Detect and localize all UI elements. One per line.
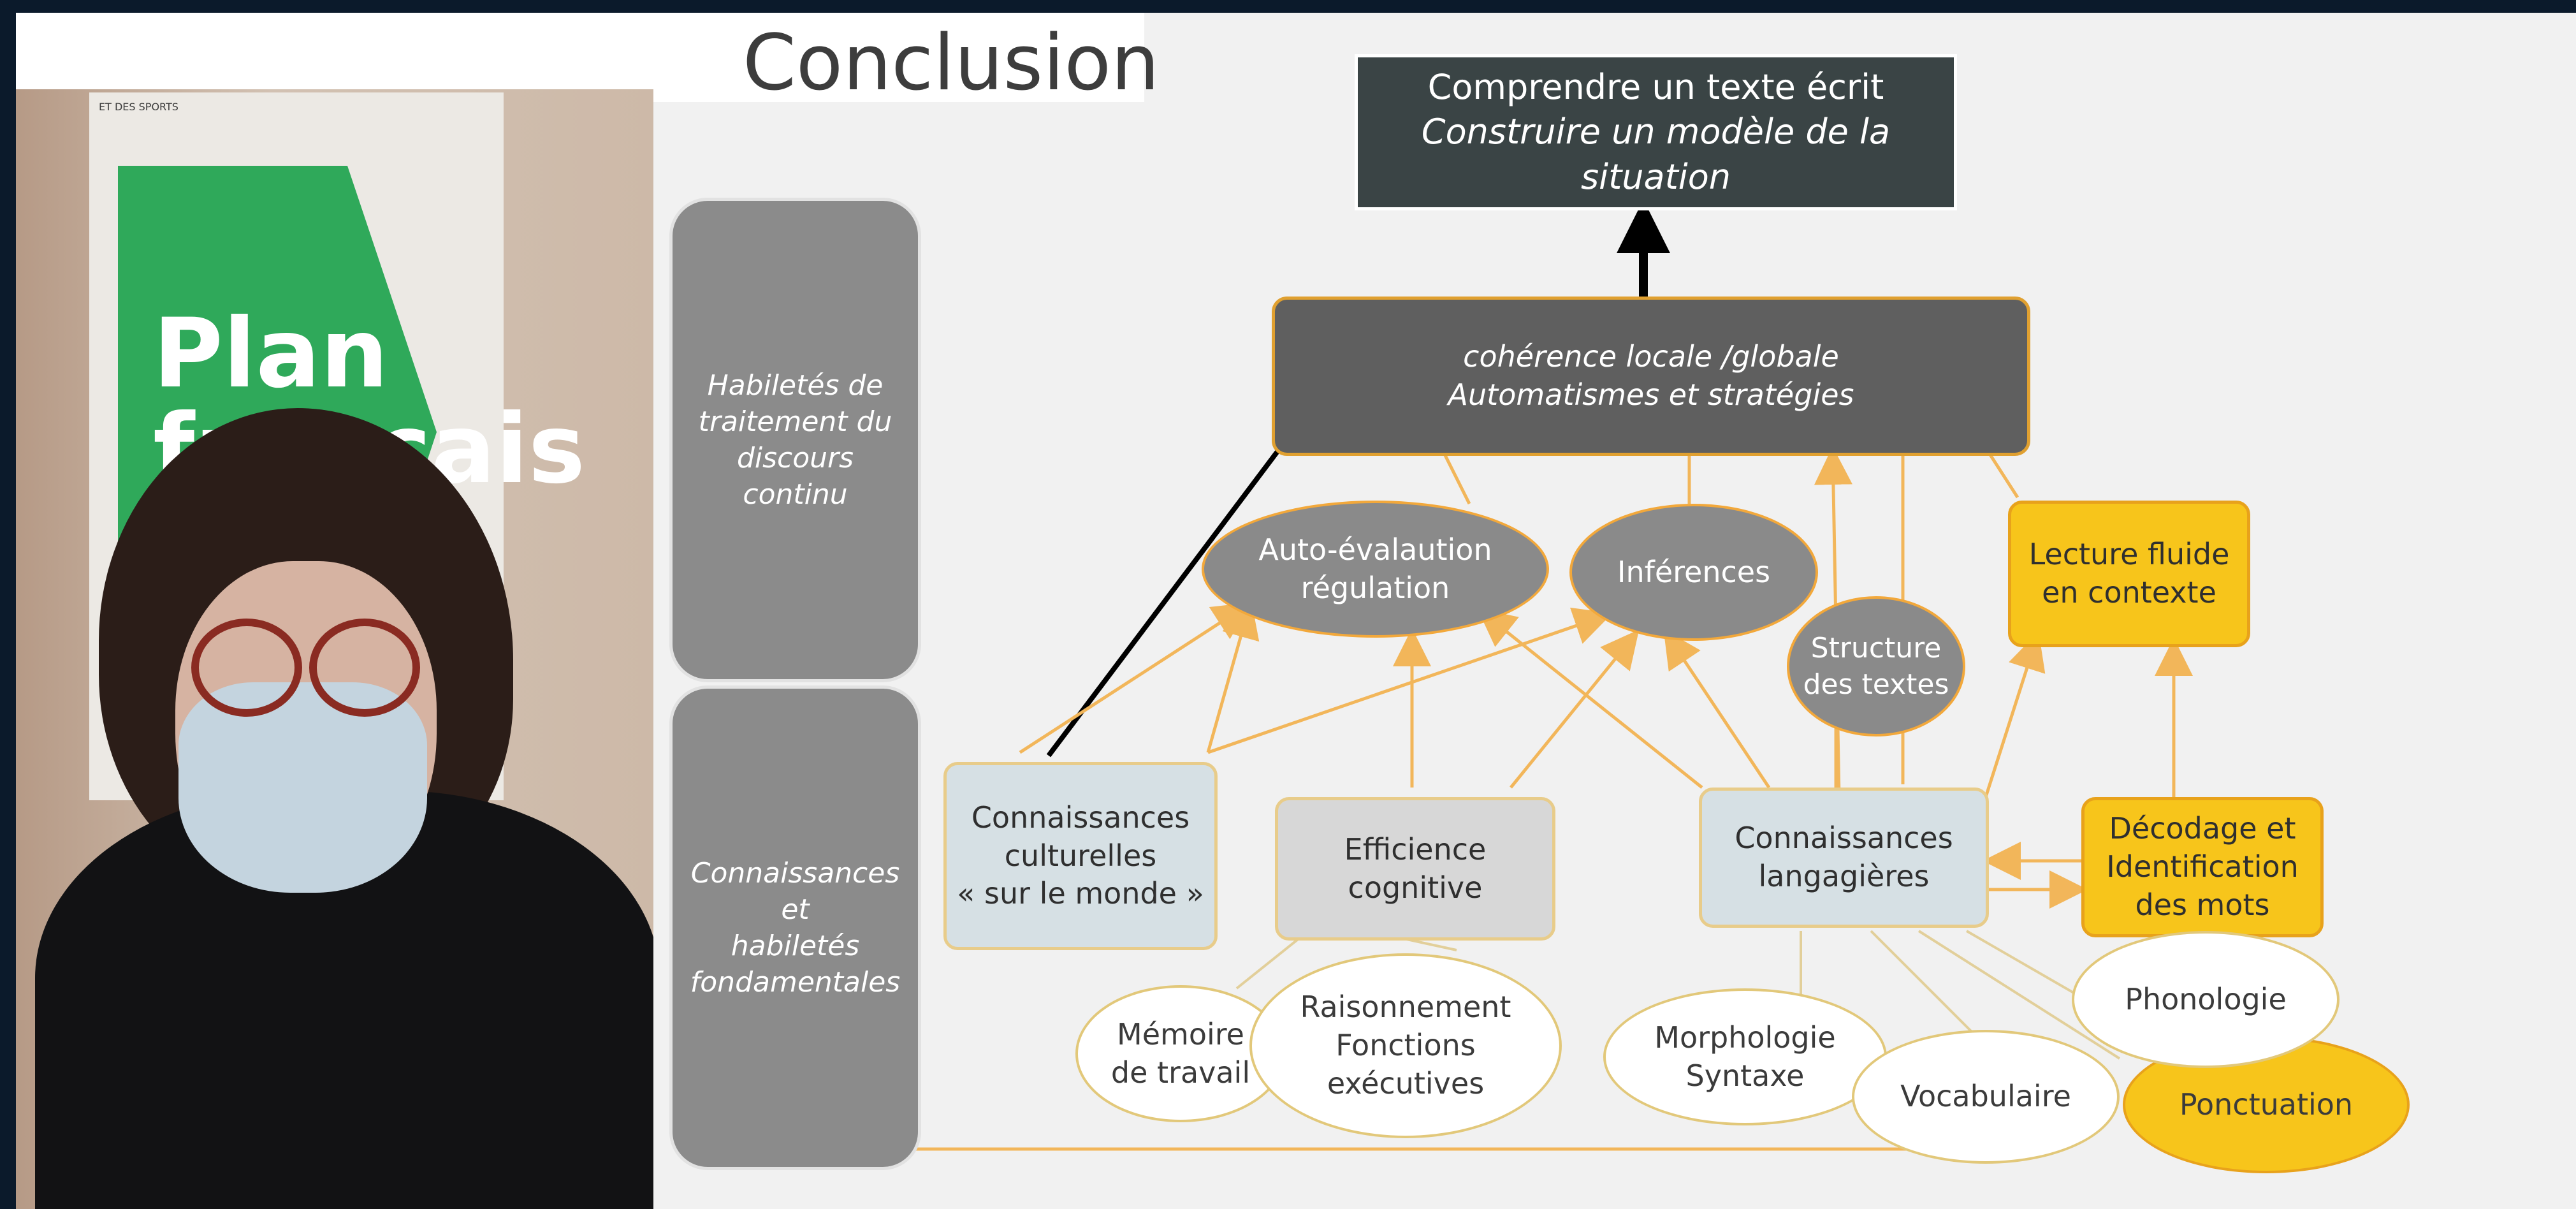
coherence-box: cohérence locale /globale Automatismes e… <box>1272 297 2030 456</box>
connaissances-langagieres-box: Connaissances langagières <box>1699 788 1989 928</box>
inferences-ellipse: Inférences <box>1569 504 1818 641</box>
face-mask <box>178 682 427 893</box>
top-goal-line2: Construire un modèle de la situation <box>1421 112 1891 197</box>
structure-textes-ellipse: Structure des textes <box>1787 596 1965 736</box>
connaissances-culturelles-box: Connaissances culturelles « sur le monde… <box>943 762 1218 950</box>
title-background <box>653 13 1144 102</box>
top-goal-box: Comprendre un texte écrit Construire un … <box>1355 54 1957 210</box>
efficience-cognitive-box: Efficience cognitive <box>1275 797 1555 941</box>
decodage-box: Décodage et Identification des mots <box>2081 797 2324 937</box>
morphologie-ellipse: Morphologie Syntaxe <box>1603 988 1887 1125</box>
top-goal-line1: Comprendre un texte écrit <box>1427 67 1884 108</box>
phonologie-ellipse: Phonologie <box>2072 931 2340 1068</box>
slide-title: Conclusion <box>743 19 1160 108</box>
raisonnement-ellipse: Raisonnement Fonctions exécutives <box>1249 953 1562 1138</box>
poster-small-text: ET DES SPORTS <box>99 101 178 113</box>
glasses-right-lens <box>309 619 420 717</box>
culture-to-coherence-line <box>1046 444 1284 758</box>
video-top-bar <box>16 13 653 89</box>
glasses-left-lens <box>191 619 302 717</box>
vocabulaire-ellipse: Vocabulaire <box>1852 1030 2120 1164</box>
auto-evaluation-ellipse: Auto-évalaution régulation <box>1202 501 1549 638</box>
video-feed: ET DES SPORTS Plan français <box>16 13 653 1209</box>
side-box-discours: Habiletés de traitement du discours cont… <box>669 198 921 682</box>
lecture-fluide-box: Lecture fluide en contexte <box>2008 501 2250 647</box>
presentation-slide: Conclusion <box>653 13 2576 1209</box>
side-box-fondamentales: Connaissances et habiletés fondamentales <box>669 685 921 1170</box>
